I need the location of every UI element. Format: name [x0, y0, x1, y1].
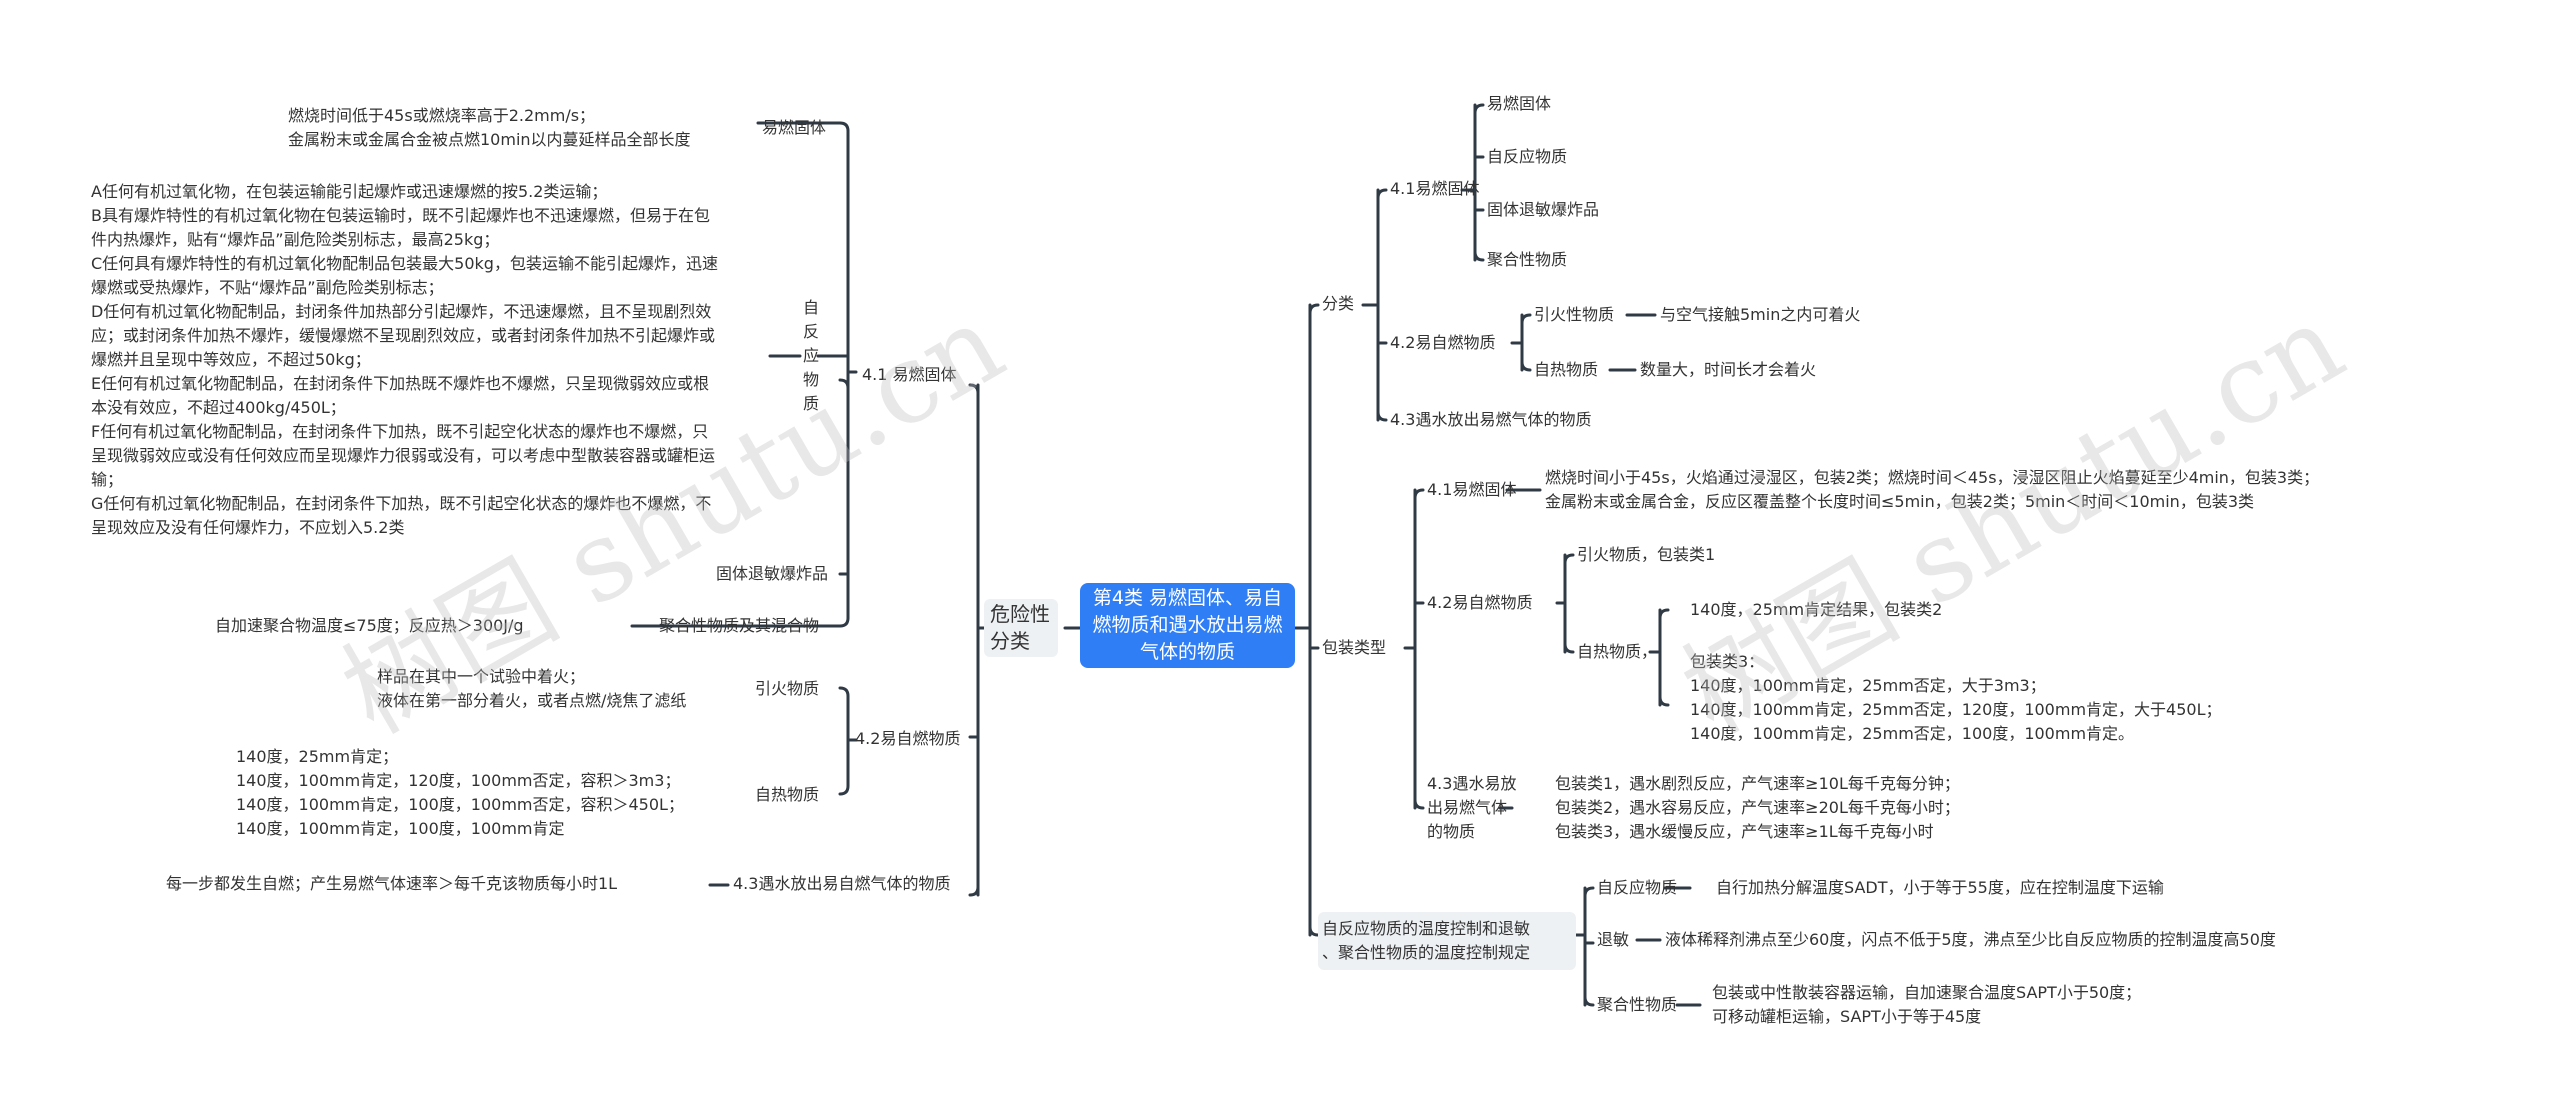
right-c42-self-heating-detail: 数量大，时间长才会着火 — [1640, 360, 1817, 379]
left-42-pyrophoric-detail: 样品在其中一个试验中着火； 液体在第一部分着火，或者点燃/烧焦了滤纸 — [377, 667, 687, 710]
left-42-label[interactable]: 4.2易自燃物质 — [855, 729, 961, 748]
right-t-desensitized[interactable]: 退敏 — [1597, 930, 1630, 949]
left-41-self-reactive-detail: A任何有机过氧化物，在包装运输能引起爆炸或迅速爆燃的按5.2类运输； B具有爆炸… — [91, 182, 718, 537]
right-p43-item-1: 包装类1，遇水剧烈反应，产气速率≥10L每千克每分钟； — [1555, 774, 1960, 793]
right-p41-label[interactable]: 4.1易燃固体 — [1427, 480, 1517, 499]
right-p42-self-heating[interactable]: 自热物质， — [1577, 642, 1658, 661]
root-line-2: 燃物质和遇水放出易燃 — [1092, 614, 1283, 636]
right-c41-item-4[interactable]: 聚合性物质 — [1487, 250, 1568, 269]
right-p43-item-2: 包装类2，遇水容易反应，产气速率≥20L每千克每小时； — [1555, 798, 1960, 817]
root-line-1: 第4类 易燃固体、易自 — [1092, 587, 1283, 609]
right-p42-self-heating-a: 140度，25mm肯定结果，包装类2 — [1690, 600, 1943, 619]
right-packing[interactable]: 包装类型 — [1322, 638, 1387, 657]
left-41-flammable-solid-detail: 燃烧时间低于45s或燃烧率高于2.2mm/s； 金属粉末或金属合金被点燃10mi… — [288, 106, 691, 149]
left-43-detail: 每一步都发生自燃；产生易燃气体速率＞每千克该物质每小时1L — [166, 874, 618, 893]
left-41-flammable-solid[interactable]: 易燃固体 — [762, 118, 827, 137]
right-t-desensitized-detail: 液体稀释剂沸点至少60度，闪点不低于5度，沸点至少比自反应物质的控制温度高50度 — [1665, 930, 2276, 949]
right-c41-item-3[interactable]: 固体退敏爆炸品 — [1487, 200, 1600, 219]
right-p43-item-3: 包装类3，遇水缓慢反应，产气速率≥1L每千克每小时 — [1555, 822, 1934, 841]
right-c42-pyrophoric-detail: 与空气接触5min之内可着火 — [1660, 305, 1861, 324]
right-c41-item-2[interactable]: 自反应物质 — [1487, 147, 1568, 166]
right-c42-self-heating[interactable]: 自热物质 — [1534, 360, 1599, 379]
right-c42-label[interactable]: 4.2易自燃物质 — [1390, 333, 1496, 352]
left-42-self-heating[interactable]: 自热物质 — [755, 785, 820, 804]
right-t-self-reactive[interactable]: 自反应物质 — [1597, 878, 1678, 897]
left-41-self-reactive[interactable]: 自反应物质 — [802, 298, 819, 413]
right-t-polymerizing-detail: 包装或中性散装容器运输，自加速聚合温度SAPT小于50度； 可移动罐柜运输，SA… — [1712, 983, 2142, 1026]
right-temperature[interactable]: 自反应物质的温度控制和退敏 、聚合性物质的温度控制规定 — [1322, 919, 1531, 962]
root-line-3: 气体的物质 — [1139, 641, 1235, 663]
right-p42-pyrophoric[interactable]: 引火物质，包装类1 — [1577, 545, 1716, 564]
right-c43-label[interactable]: 4.3遇水放出易燃气体的物质 — [1390, 410, 1592, 429]
right-p42-self-heating-b: 包装类3： 140度，100mm肯定，25mm否定，大于3m3； 140度，10… — [1690, 652, 2222, 743]
temperature-box — [1318, 912, 1576, 970]
left-41-label[interactable]: 4.1 易燃固体 — [862, 365, 957, 384]
left-43-label[interactable]: 4.3遇水放出易自燃气体的物质 — [733, 874, 951, 893]
right-t-self-reactive-detail: 自行加热分解温度SADT，小于等于55度，应在控制温度下运输 — [1716, 878, 2164, 897]
right-c41-label[interactable]: 4.1易燃固体 — [1390, 179, 1480, 198]
left-41-polymerizing-detail: 自加速聚合物温度≤75度；反应热＞300J/g — [215, 616, 524, 635]
left-41-desensitized[interactable]: 固体退敏爆炸品 — [716, 564, 829, 583]
right-p43-label[interactable]: 4.3遇水易放 出易燃气体 的物质 — [1427, 774, 1517, 841]
right-t-polymerizing[interactable]: 聚合性物质 — [1597, 995, 1678, 1014]
left-heading[interactable]: 危险性 分类 — [984, 599, 1058, 657]
left-41-polymerizing[interactable]: 聚合性物质及其混合物 — [659, 616, 820, 635]
right-c42-pyrophoric[interactable]: 引火性物质 — [1534, 305, 1615, 324]
left-42-self-heating-detail: 140度，25mm肯定； 140度，100mm肯定，120度，100mm否定，容… — [236, 747, 684, 838]
right-classification[interactable]: 分类 — [1322, 294, 1355, 313]
root-topic[interactable]: 第4类 易燃固体、易自 燃物质和遇水放出易燃 气体的物质 — [1080, 583, 1295, 668]
right-c41-item-1[interactable]: 易燃固体 — [1487, 94, 1552, 113]
right-p41-detail: 燃烧时间小于45s，火焰通过浸湿区，包装2类；燃烧时间＜45s，浸湿区阻止火焰蔓… — [1545, 468, 2320, 511]
left-42-pyrophoric[interactable]: 引火物质 — [755, 679, 820, 698]
right-p42-label[interactable]: 4.2易自燃物质 — [1427, 593, 1533, 612]
